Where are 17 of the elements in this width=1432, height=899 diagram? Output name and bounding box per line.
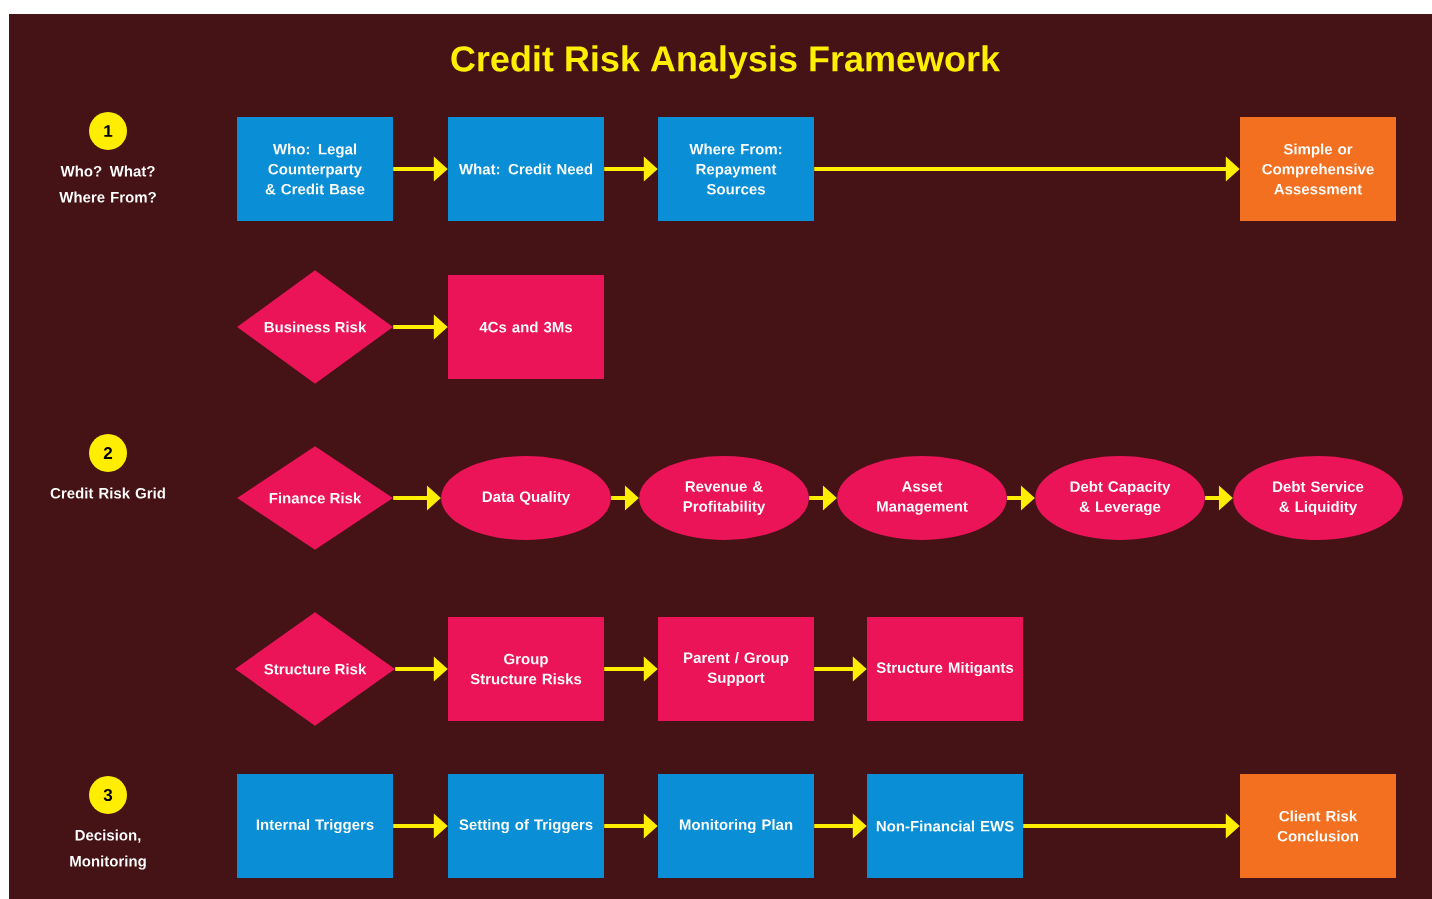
process-box: Monitoring Plan xyxy=(658,774,814,878)
process-box: Where From: Repayment Sources xyxy=(658,117,814,221)
process-box: Who: Legal Counterparty & Credit Base xyxy=(237,117,393,221)
process-box: Structure Mitigants xyxy=(867,617,1023,721)
step-label: Decision, Monitoring xyxy=(70,829,146,870)
step-label: Credit Risk Grid xyxy=(50,487,165,499)
process-box: 4Cs and 3Ms xyxy=(448,275,604,379)
process-box: Client Risk Conclusion xyxy=(1240,774,1396,878)
process-box: Internal Triggers xyxy=(237,774,393,878)
process-box: Group Structure Risks xyxy=(448,617,604,721)
process-box: Non-Financial EWS xyxy=(867,774,1023,878)
process-box: Parent / Group Support xyxy=(658,617,814,721)
process-box: What: Credit Need xyxy=(448,117,604,221)
step-label: Who? What? Where From? xyxy=(59,165,156,203)
process-box: Simple or Comprehensive Assessment xyxy=(1240,117,1396,221)
process-box: Setting of Triggers xyxy=(448,774,604,878)
title: Credit Risk Analysis Framework xyxy=(451,45,1001,79)
